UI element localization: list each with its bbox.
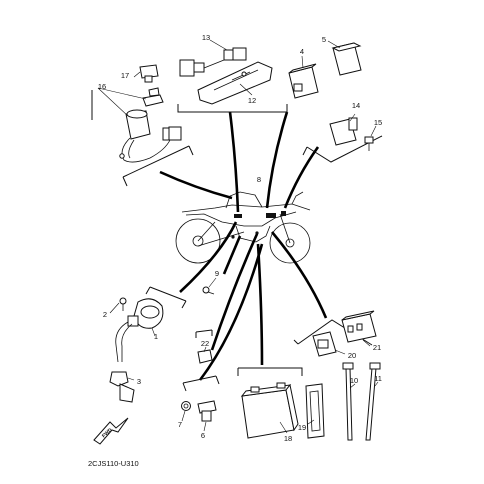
callout-13: 13 xyxy=(202,33,210,42)
coupler-parts xyxy=(312,310,377,357)
cable-ties-part xyxy=(342,362,381,441)
callout-16: 16 xyxy=(98,82,106,91)
callout-9: 9 xyxy=(215,269,219,278)
callout-18: 18 xyxy=(284,434,292,443)
battery-band-part xyxy=(305,383,325,439)
screw-part xyxy=(202,277,217,295)
wire-harness-part xyxy=(179,39,273,105)
callout-3: 3 xyxy=(137,377,141,386)
leader-lines xyxy=(159,111,328,381)
callout-12: 12 xyxy=(248,96,256,105)
battery-part xyxy=(240,382,299,439)
callout-5: 5 xyxy=(322,35,326,44)
main-switch-assembly xyxy=(97,64,182,163)
callout-4: 4 xyxy=(300,47,304,56)
callout-10: 10 xyxy=(350,376,358,385)
callout-1: 1 xyxy=(154,332,158,341)
ignition-coil-part xyxy=(109,297,164,403)
callout-22: 22 xyxy=(201,339,209,348)
figure-code: 2CJS110-U310 xyxy=(88,459,139,468)
callout-6: 6 xyxy=(201,431,205,440)
callout-20: 20 xyxy=(348,351,356,360)
callout-17: 17 xyxy=(121,71,129,80)
relay-part xyxy=(329,113,377,151)
callout-15: 15 xyxy=(374,118,382,127)
control-unit-parts xyxy=(288,40,362,99)
callout-19: 19 xyxy=(298,423,306,432)
forward-direction-arrow: FWD xyxy=(93,417,129,445)
callout-numbers: 1 2 3 4 5 6 7 8 9 10 11 12 13 14 15 16 1… xyxy=(98,33,382,443)
motorcycle-outline xyxy=(175,191,311,264)
callout-2: 2 xyxy=(103,310,107,319)
group-brackets xyxy=(91,90,383,392)
callout-21: 21 xyxy=(373,343,381,352)
clip-part xyxy=(197,346,213,364)
callout-14: 14 xyxy=(352,101,360,110)
sensor-part xyxy=(181,400,217,432)
callout-11: 11 xyxy=(374,374,382,383)
callout-7: 7 xyxy=(178,420,182,429)
callout-8: 8 xyxy=(257,175,261,184)
